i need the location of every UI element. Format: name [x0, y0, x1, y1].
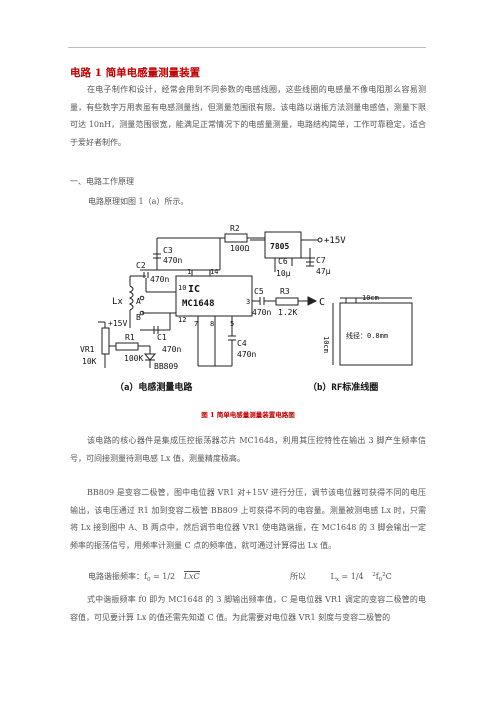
pin-8: 8 — [210, 320, 214, 328]
point-b: B — [136, 313, 141, 322]
formula-sup2: 2 — [372, 572, 376, 578]
formula-resonance: 电路谐振频率：f0 = 1/2 LxC — [88, 571, 200, 583]
label-c2: C2 — [136, 261, 146, 270]
supply-label: +15V — [324, 236, 346, 246]
formula-lx-l: L — [330, 572, 336, 581]
value-r2: 100Ω — [230, 244, 249, 253]
section-heading: 一、电路工作原理 — [70, 177, 134, 186]
label-c4: C4 — [237, 339, 247, 348]
last-paragraph: 式中谐振频率 f0 即为 MC1648 的 3 脚输出频率值，C 是电位器 VR… — [70, 595, 426, 622]
formula-label: 电路谐振频率：f — [88, 572, 147, 581]
value-c5: 470n — [252, 308, 271, 317]
value-c6: 10μ — [276, 269, 291, 278]
principle-text: 电路原理如图 1（a）所示。 — [88, 197, 189, 206]
coil-height: 10cm — [322, 336, 330, 353]
article-title: 电路 1 简单电感量测量装置 — [70, 67, 201, 79]
label-r2: R2 — [230, 224, 240, 233]
value-c1: 470n — [162, 345, 181, 354]
pin-7: 7 — [194, 320, 198, 328]
body-paragraph-1: 该电路的核心器件是集成压控振荡器芯片 MC1648，利用其压控特性在输出 3 脚… — [70, 436, 426, 463]
value-c2: 470n — [150, 275, 169, 284]
intro-paragraph: 在电子制作和设计，经常会用到不同参数的电感线圈，这些线圈的电感量不像电阻那么容易… — [70, 85, 426, 147]
ic-part: MC1648 — [182, 299, 215, 309]
value-vr1: 10K — [82, 357, 97, 366]
label-r1: R1 — [125, 333, 135, 342]
value-c7: 47μ — [316, 267, 331, 276]
lx-label: Lx — [112, 297, 123, 307]
formula-so: 所以 — [290, 572, 306, 581]
output-label: C — [319, 297, 325, 308]
coil-wire: 线径：0.8mm — [346, 331, 388, 340]
pin-5: 5 — [230, 320, 234, 328]
formula-eq: = 1/2 — [153, 572, 176, 581]
left-supply: +15V — [108, 319, 127, 328]
pin-3: 3 — [246, 298, 250, 306]
value-r3: 1.2K — [278, 308, 297, 317]
figure-caption: 图 1 简单电感量测量装置电路图 — [201, 411, 295, 419]
value-c4: 470n — [237, 350, 256, 359]
formula-f0-sub2: 0 — [378, 577, 383, 583]
label-c7: C7 — [316, 256, 326, 265]
value-c3: 470n — [163, 256, 182, 265]
label-c3: C3 — [163, 246, 173, 255]
label-r3: R3 — [280, 287, 290, 296]
pin-1: 1 — [187, 268, 191, 276]
header-rule — [68, 47, 426, 48]
regulator-label: 7805 — [270, 242, 289, 251]
label-c5: C5 — [254, 287, 264, 296]
label-c1: C1 — [157, 333, 167, 342]
formula-f0: f — [375, 572, 379, 581]
value-r1: 100K — [124, 354, 143, 363]
point-a: A — [136, 297, 141, 306]
diode-label: BB809 — [154, 362, 178, 371]
circuit-diagram: R2 100Ω 7805 +15V C6 10μ C7 47μ C3 470n … — [80, 224, 413, 393]
formula-c: C — [385, 572, 392, 581]
formula-f0-sup: 2 — [382, 572, 386, 578]
formula-sqrt: LxC — [183, 571, 200, 581]
subcaption-a: （a）电感测量电路 — [115, 381, 193, 393]
formula-lx-sub: x — [335, 577, 339, 583]
body-paragraph-2: BB809 是变容二极管，图中电位器 VR1 对+15V 进行分压，调节该电位器… — [70, 488, 426, 550]
formula-lx: 所以 Lx = 1/4 2f02C — [290, 571, 392, 583]
label-c6: C6 — [278, 257, 288, 266]
ic-label: IC — [188, 284, 200, 295]
pin-14: 14 — [210, 268, 218, 276]
pin-10: 10 — [178, 284, 186, 292]
subcaption-b: （b）RF标准线圈 — [308, 381, 378, 393]
coil-width: 10cm — [362, 294, 379, 302]
formula-f0-sub: 0 — [146, 577, 151, 583]
pin-12: 12 — [178, 316, 186, 324]
label-vr1: VR1 — [80, 345, 95, 354]
formula-eq2: = 1/4 — [341, 572, 364, 581]
